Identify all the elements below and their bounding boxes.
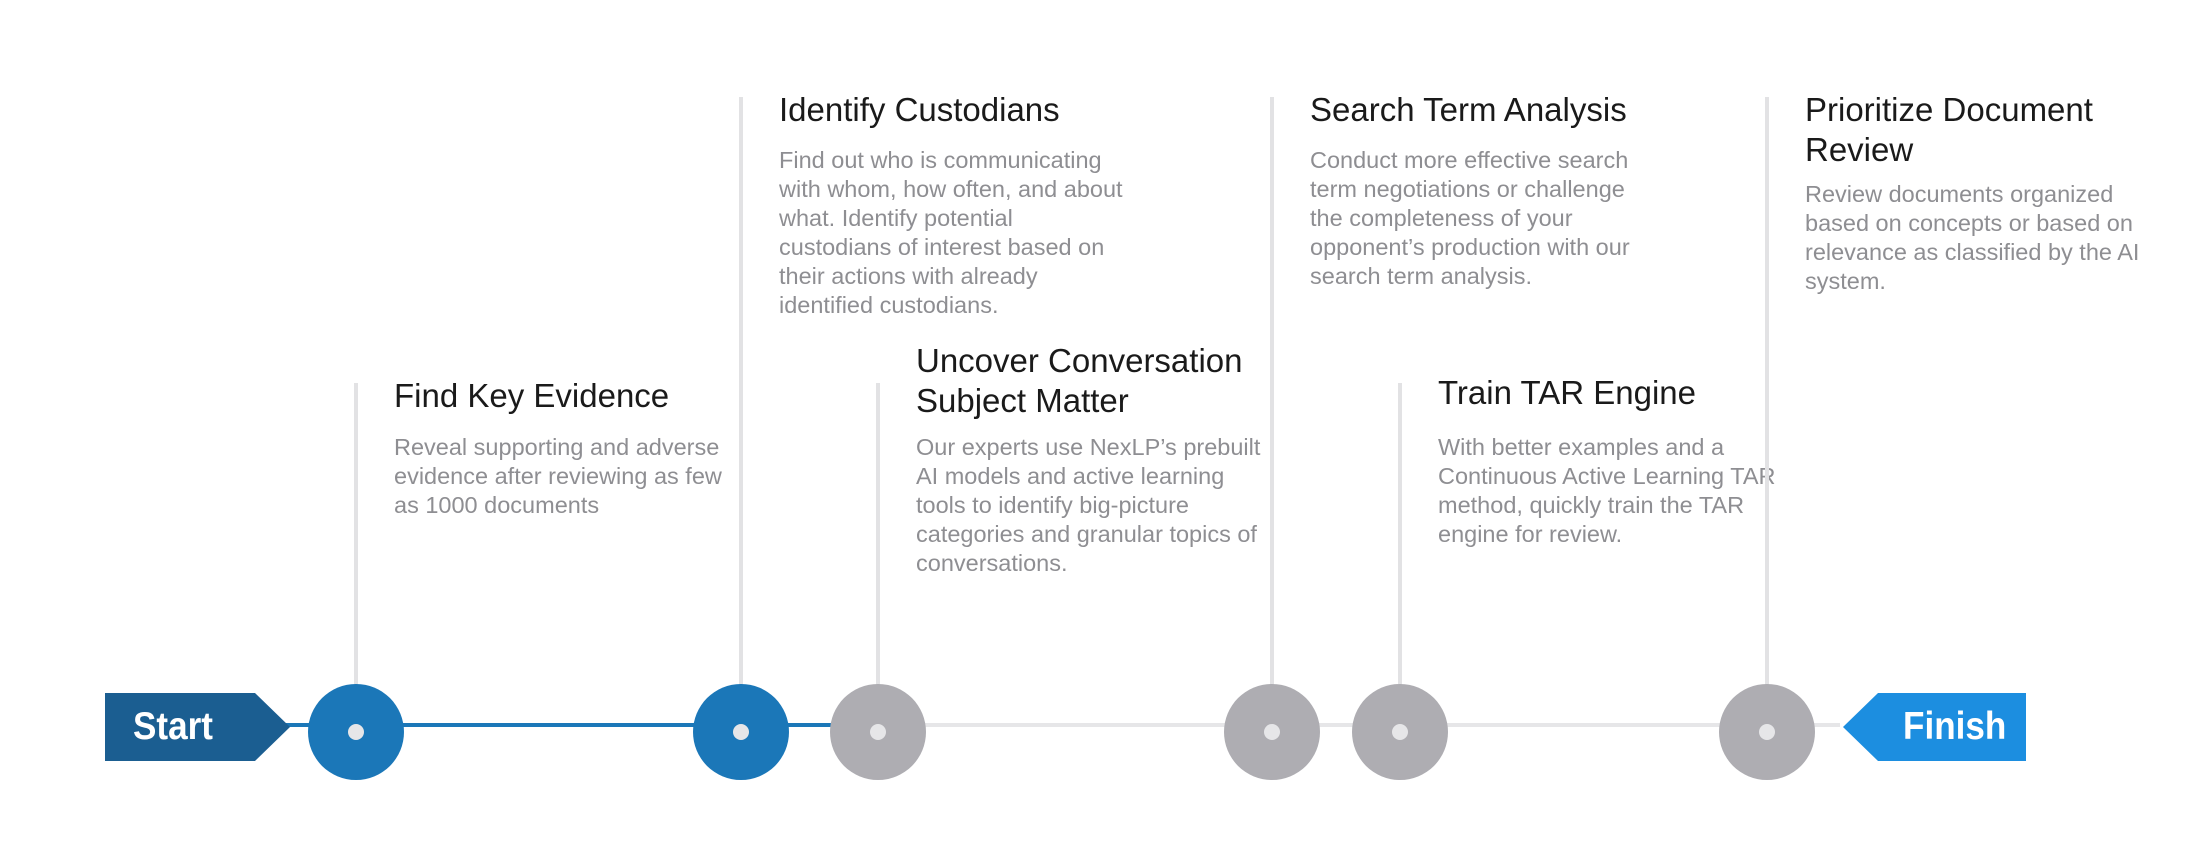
step-3-connector	[876, 383, 880, 732]
step-3-node-dot	[870, 724, 886, 740]
step-2-description: Find out who is communicating with whom,…	[779, 147, 1123, 318]
timeline-track-completed	[280, 723, 860, 727]
step-3-description: Our experts use NexLP’s prebuilt AI mode…	[916, 434, 1261, 576]
step-6-title: Prioritize Document Review	[1805, 91, 2093, 168]
step-5-connector	[1398, 383, 1402, 732]
step-6-description: Review documents organized based on conc…	[1805, 181, 2140, 294]
start-arrow-shape	[105, 693, 290, 761]
step-4-connector	[1270, 97, 1274, 732]
step-1-description: Reveal supporting and adverse evidence a…	[394, 434, 722, 518]
step-2-node-dot	[733, 724, 749, 740]
step-5-node	[1352, 684, 1448, 780]
start-label: Start	[133, 705, 213, 748]
finish-marker: Finish	[1843, 693, 2026, 761]
timeline-track-remaining	[860, 723, 1840, 727]
step-4-description: Conduct more effective search term negot…	[1310, 147, 1630, 289]
step-6-node-dot	[1759, 724, 1775, 740]
step-3-title: Uncover Conversation Subject Matter	[916, 342, 1243, 419]
step-4-node-dot	[1264, 724, 1280, 740]
step-2-connector	[739, 97, 743, 732]
step-1-connector	[354, 383, 358, 732]
start-marker: Start	[105, 693, 290, 761]
step-3-node	[830, 684, 926, 780]
step-6-connector	[1765, 97, 1769, 732]
step-6-node	[1719, 684, 1815, 780]
step-1-node-dot	[348, 724, 364, 740]
step-2-node	[693, 684, 789, 780]
step-5-node-dot	[1392, 724, 1408, 740]
finish-label: Finish	[1903, 705, 2007, 748]
finish-arrow-shape	[1843, 693, 2026, 761]
step-5-title: Train TAR Engine	[1438, 374, 1697, 411]
step-5-description: With better examples and a Continuous Ac…	[1438, 434, 1776, 547]
step-1-title: Find Key Evidence	[394, 377, 670, 414]
step-2-title: Identify Custodians	[779, 91, 1060, 128]
step-1-node	[308, 684, 404, 780]
step-4-title: Search Term Analysis	[1310, 91, 1627, 128]
step-4-node	[1224, 684, 1320, 780]
